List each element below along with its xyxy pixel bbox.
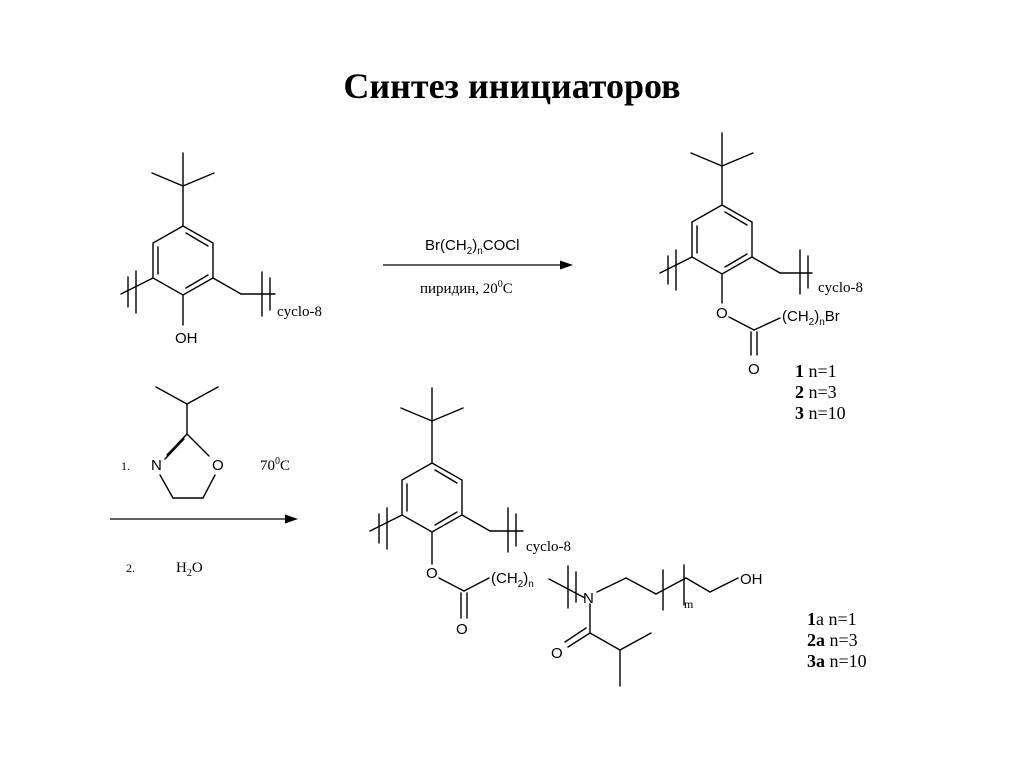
label-cyclo-8-b: cyclo-8 (818, 280, 863, 296)
initiator-oh-label: OH (740, 571, 763, 588)
product-list-2: 1a n=1 2a n=3 3a n=10 (807, 609, 867, 671)
ester-product-structure (659, 132, 813, 356)
product-1a: 1a n=1 (807, 609, 857, 629)
step-1-number: 1. (121, 459, 130, 473)
step-1-temperature: 700C (260, 456, 290, 474)
initiator-n-label: N (583, 590, 594, 607)
initiator-product-structure (369, 387, 739, 687)
reaction-arrow-2 (110, 514, 298, 524)
product-3: 3 n=10 (795, 403, 846, 423)
oxazoline-o-label: O (212, 457, 224, 474)
label-cyclo-8-c: cyclo-8 (526, 539, 571, 555)
starting-phenol-structure (120, 152, 276, 326)
initiator-m-label: m (684, 597, 694, 611)
product-2a: 2a n=3 (807, 630, 858, 650)
ester-o-label: O (716, 305, 728, 322)
product-2: 2 n=3 (795, 382, 837, 402)
initiator-carbonyl-o-label: O (456, 621, 468, 638)
step-2-number: 2. (126, 561, 135, 575)
initiator-ester-o-label: O (426, 565, 438, 582)
reaction-arrow-1 (383, 260, 573, 270)
product-list-1: 1 n=1 2 n=3 3 n=10 (795, 361, 846, 423)
page-title: Синтез инициаторов (343, 66, 680, 106)
oxazoline-n-label: N (151, 457, 162, 474)
carbonyl-o-label-b: O (748, 361, 760, 378)
label-oh: OH (175, 330, 198, 347)
conditions-pyridine: пиридин, 200C (420, 279, 513, 297)
initiator-amide-o-label: O (551, 645, 563, 662)
product-3a: 3a n=10 (807, 651, 867, 671)
product-1: 1 n=1 (795, 361, 837, 381)
chain-ch2n-br: (CH2)nBr (782, 308, 840, 328)
initiator-chain-ch2n: (CH2)n (491, 570, 534, 590)
reagent-acyl-chloride: Br(CH2)nCOCl (425, 237, 519, 257)
step-2-water: H2O (176, 560, 203, 579)
oxazoline-structure (155, 386, 219, 499)
label-cyclo-8-a: cyclo-8 (277, 304, 322, 320)
